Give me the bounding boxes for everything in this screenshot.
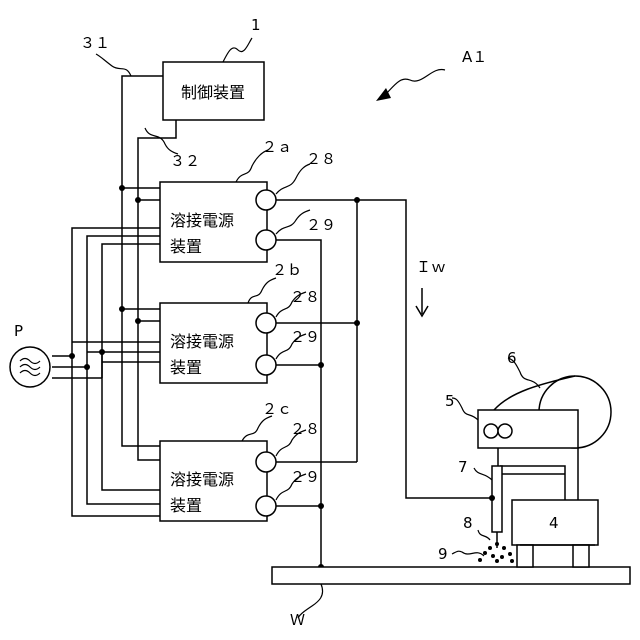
junction-dot [318, 362, 324, 368]
wire-feeder [478, 410, 578, 448]
junction-dot [354, 320, 360, 326]
positive-output-bus [276, 200, 492, 498]
control-device-ref: 1 [251, 16, 261, 34]
signal-line-32 [138, 120, 176, 460]
junction-dot [135, 197, 141, 203]
supply-line-a1 [72, 228, 160, 516]
power-unit-c-terminal-28 [256, 452, 276, 472]
supply-line-a3 [102, 244, 160, 490]
carriage: 4 [512, 500, 598, 567]
spatter-dot [491, 554, 495, 558]
workpiece-ref: Ｗ [290, 611, 305, 629]
power-unit-b-t28: ２８ [290, 288, 320, 306]
signal-line-32-label: ３２ [170, 152, 200, 170]
current-label: Ｉｗ [416, 258, 446, 276]
power-unit-a-terminal-28 [256, 190, 276, 210]
junction-dot [354, 197, 360, 203]
arc-leader [452, 551, 484, 556]
system-ref-leader [384, 69, 445, 96]
power-unit-b-label-1: 溶接電源 [170, 332, 234, 351]
torch-leader [474, 468, 492, 480]
junction-dot [119, 185, 125, 191]
power-unit-b-ref: ２ｂ [272, 261, 302, 279]
power-unit-b-leader [248, 278, 276, 303]
power-source [10, 347, 50, 387]
spatter-dot [478, 558, 482, 562]
arc-zone [478, 542, 514, 563]
wire-feeder-ref: 5 [445, 392, 455, 410]
junction-dot [84, 364, 90, 370]
spatter-dot [495, 542, 499, 546]
junction-dot [135, 318, 141, 324]
control-device-leader [223, 38, 252, 62]
spatter-dot [483, 551, 487, 555]
arc-ref: 9 [438, 545, 448, 563]
power-unit-a-ref: ２ａ [262, 138, 292, 156]
power-unit-c-leader [242, 416, 272, 441]
power-unit-c-terminal-29 [256, 496, 276, 516]
power-unit-a-t28: ２８ [306, 150, 336, 168]
carriage-wheel [573, 545, 589, 567]
workpiece [272, 567, 630, 584]
power-unit-c-t28: ２８ [290, 420, 320, 438]
signal-line-31-label: ３１ [80, 34, 110, 52]
power-unit-b-label-2: 装置 [170, 358, 202, 377]
torch-connection-dot [489, 495, 495, 501]
feed-roller [484, 424, 498, 438]
signal-line-31 [122, 76, 163, 446]
power-source-ref: P [14, 322, 23, 340]
power-unit-b-t29: ２９ [290, 328, 320, 346]
spatter-dot [508, 552, 512, 556]
feed-roller [498, 424, 512, 438]
control-device: 制御装置 [163, 62, 264, 120]
power-unit-a-label-1: 溶接電源 [170, 211, 234, 230]
junction-dot [119, 306, 125, 312]
terminal-29-leader [276, 210, 310, 234]
control-device-label: 制御装置 [181, 83, 245, 102]
power-unit-b: 溶接電源 装置 [160, 303, 276, 383]
torch-ref: 7 [458, 458, 468, 476]
wire-reel-ref: 6 [507, 349, 517, 367]
wire-leader [478, 530, 490, 540]
carriage-ref: 4 [549, 514, 559, 532]
system-ref-arrowhead [376, 88, 391, 101]
power-unit-b-terminal-28 [256, 313, 276, 333]
system-ref: A１ [462, 48, 487, 66]
wire-ref: 8 [463, 514, 473, 532]
signal-line-31-leader [96, 54, 131, 76]
power-unit-b-terminal-29 [256, 355, 276, 375]
power-unit-a-label-2: 装置 [170, 237, 202, 256]
power-unit-a-t29: ２９ [306, 216, 336, 234]
terminal-28-leader [276, 164, 310, 194]
frame-arm [500, 466, 565, 500]
junction-dot [69, 353, 75, 359]
power-unit-c-label-1: 溶接電源 [170, 470, 234, 489]
carriage-wheel [517, 545, 533, 567]
power-unit-c: 溶接電源 装置 [160, 441, 276, 521]
signal-line-32-leader [145, 128, 178, 154]
power-unit-c-label-2: 装置 [170, 496, 202, 515]
power-unit-a: 溶接電源 装置 [160, 182, 276, 262]
spatter-dot [500, 555, 504, 559]
junction-dot [318, 503, 324, 509]
supply-line-a2 [87, 236, 160, 504]
spatter-dot [502, 546, 506, 550]
spatter-dot [510, 559, 514, 563]
power-unit-c-t29: ２９ [290, 468, 320, 486]
power-unit-a-terminal-29 [256, 230, 276, 250]
wire-feeder-leader [452, 398, 478, 420]
spatter-dot [495, 559, 499, 563]
power-unit-c-ref: ２ｃ [262, 400, 292, 418]
spatter-dot [488, 546, 492, 550]
